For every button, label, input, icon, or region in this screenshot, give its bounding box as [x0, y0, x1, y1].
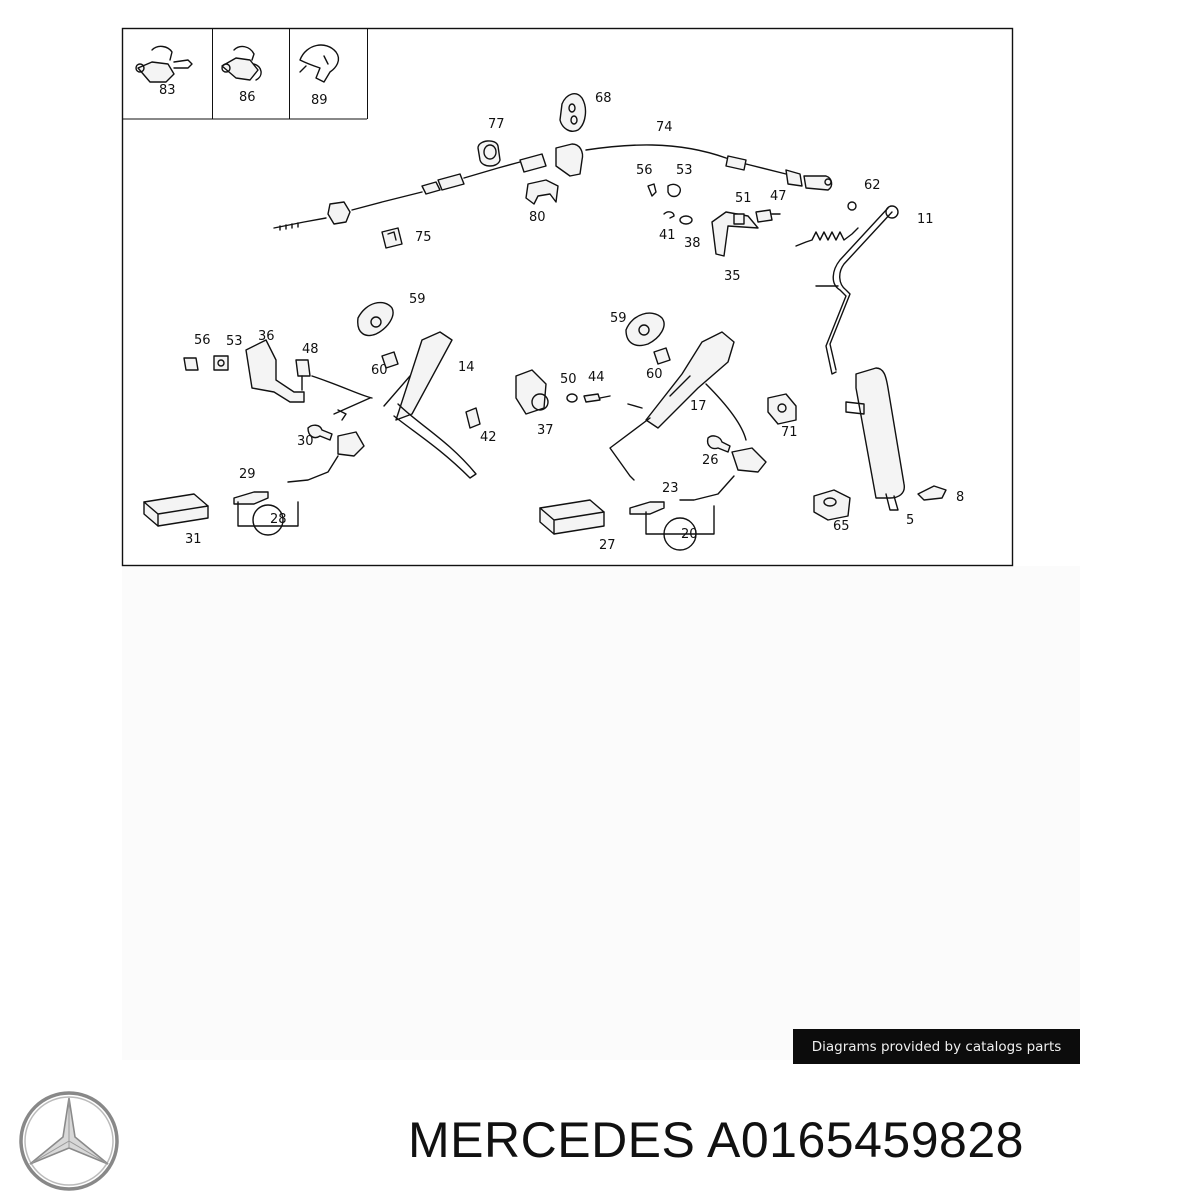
part-label-83: 83	[159, 83, 176, 98]
diagram-background	[122, 566, 1080, 1060]
part-label-42: 42	[480, 430, 497, 445]
part-label-56a: 56	[636, 163, 653, 178]
part-label-56b: 56	[194, 333, 211, 348]
part-label-50: 50	[560, 372, 577, 387]
part-label-37: 37	[537, 423, 554, 438]
part-label-20: 20	[681, 527, 698, 542]
part-86-clip	[221, 45, 262, 81]
part-label-41: 41	[659, 228, 676, 243]
part-label-14: 14	[458, 360, 475, 375]
part-77-bushing	[477, 140, 501, 167]
part-label-74: 74	[656, 120, 673, 135]
part-label-5: 5	[906, 513, 914, 528]
part-label-60b: 60	[646, 367, 663, 382]
part-label-38: 38	[684, 236, 701, 251]
diagram-credit-banner: Diagrams provided by catalogs parts	[793, 1029, 1080, 1064]
part-label-44: 44	[588, 370, 605, 385]
cable-74	[273, 143, 833, 231]
part-label-8: 8	[956, 490, 964, 505]
part-label-60a: 60	[371, 363, 388, 378]
bracket-35-assembly	[647, 183, 781, 257]
part-label-30: 30	[297, 434, 314, 449]
mercedes-star-logo	[19, 1091, 119, 1191]
part-label-53b: 53	[226, 334, 243, 349]
parts-diagram: 83 86 89 68 77 74 56 53 62 51 47 80 11 41 75 38 35 59 59 36…	[121, 27, 1014, 567]
part-71-sensor	[767, 393, 797, 425]
inset-boxes	[122, 28, 368, 120]
part-label-23: 23	[662, 481, 679, 496]
part-label-26: 26	[702, 453, 719, 468]
spring-62	[795, 201, 859, 247]
diagram-credit-text: Diagrams provided by catalogs parts	[811, 1038, 1062, 1055]
part-label-75: 75	[415, 230, 432, 245]
part-label-35: 35	[724, 269, 741, 284]
part-label-47: 47	[770, 189, 787, 204]
part-label-77: 77	[488, 117, 505, 132]
pedal-assembly-right	[515, 312, 747, 481]
part-label-53a: 53	[676, 163, 693, 178]
part-label-48: 48	[302, 342, 319, 357]
part-89-clip	[299, 44, 340, 83]
switch-assembly-right	[539, 435, 767, 551]
part-label-89: 89	[311, 93, 328, 108]
part-68-grommet	[559, 93, 587, 132]
part-65-switch	[813, 489, 851, 521]
bracket-36	[183, 339, 311, 403]
part-number-labels: 83 86 89 68 77 74 56 53 62 51 47 80 11 41 75 38 35 59 59 36…	[159, 83, 964, 553]
part-label-65: 65	[833, 519, 850, 534]
part-label-11: 11	[917, 212, 934, 227]
part-label-17: 17	[690, 399, 707, 414]
part-label-59b: 59	[610, 311, 627, 326]
part-label-36: 36	[258, 329, 275, 344]
pedal-5	[845, 367, 905, 511]
part-label-80: 80	[529, 210, 546, 225]
part-label-68: 68	[595, 91, 612, 106]
part-label-51: 51	[735, 191, 752, 206]
brand-part-number-title: MERCEDES A0165459828	[408, 1112, 1024, 1168]
part-label-62: 62	[864, 178, 881, 193]
part-8-clip	[917, 485, 947, 501]
part-label-28: 28	[270, 512, 287, 527]
rod-11	[815, 205, 899, 375]
part-label-71: 71	[781, 425, 798, 440]
part-label-31: 31	[185, 532, 202, 547]
part-80-clip	[525, 179, 559, 205]
part-label-59a: 59	[409, 292, 426, 307]
part-label-29: 29	[239, 467, 256, 482]
part-83-clip	[135, 45, 193, 83]
switch-assembly-left	[143, 424, 365, 536]
part-label-27: 27	[599, 538, 616, 553]
pedal-assembly-left	[311, 301, 481, 479]
part-label-86: 86	[239, 90, 256, 105]
part-75-clip	[381, 227, 403, 249]
